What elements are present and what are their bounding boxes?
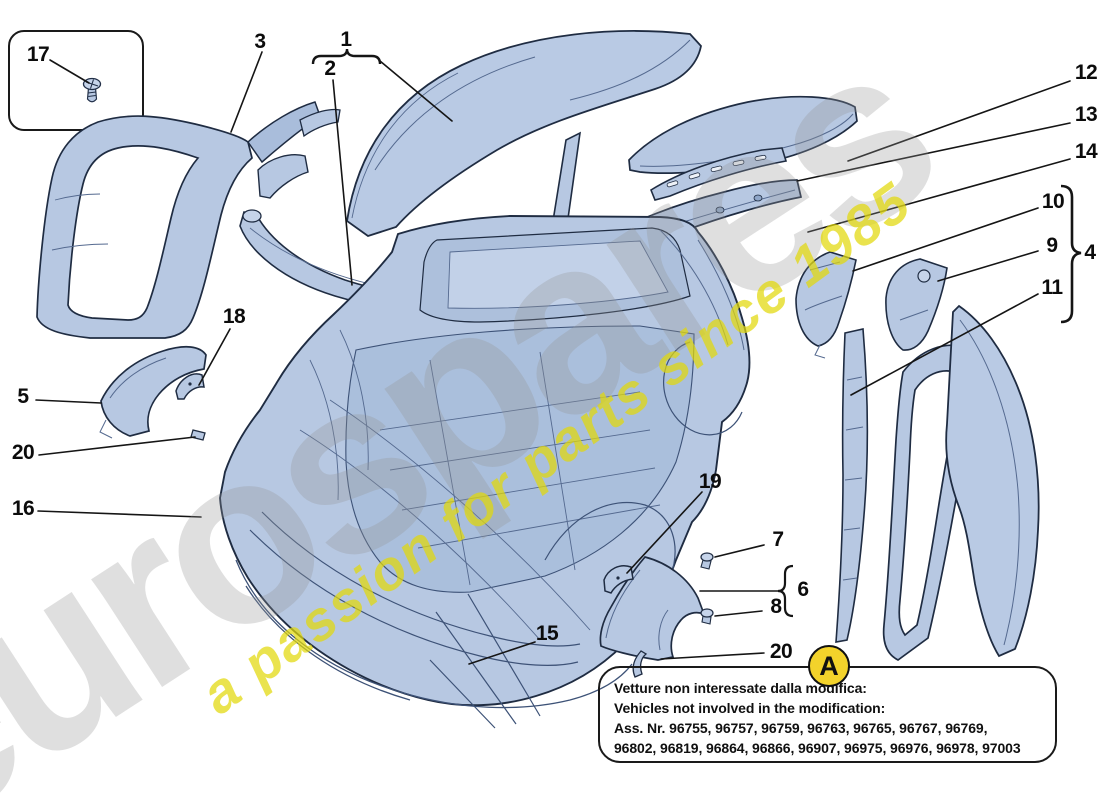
front-fender-art <box>99 345 207 441</box>
sill-strip-art <box>835 328 869 643</box>
leader-lines <box>35 51 1071 665</box>
callout-13[interactable]: 13 <box>1074 103 1098 126</box>
callout-12[interactable]: 12 <box>1074 61 1098 84</box>
modification-note-box: Vetture non interessate dalla modifica: … <box>598 666 1057 763</box>
callout-7[interactable]: 7 <box>772 528 784 551</box>
callout-4[interactable]: 4 <box>1084 241 1096 264</box>
callout-18[interactable]: 18 <box>222 305 246 328</box>
bracket-1 <box>311 48 382 65</box>
pillar-bracket-10-art <box>795 251 857 359</box>
lower-fender-assembly-art <box>599 552 714 678</box>
quarter-panel-art <box>945 304 1040 658</box>
callout-9[interactable]: 9 <box>1046 234 1058 257</box>
slotted-bar-art <box>650 147 788 201</box>
callout-19[interactable]: 19 <box>698 470 722 493</box>
callout-1[interactable]: 1 <box>340 28 352 51</box>
callout-16[interactable]: 16 <box>11 497 35 520</box>
brace-6 <box>777 564 794 618</box>
callout-2[interactable]: 2 <box>324 57 336 80</box>
note-line-assembly-numbers-2: 96802, 96819, 96864, 96866, 96907, 96975… <box>614 740 1021 756</box>
callout-10[interactable]: 10 <box>1041 190 1065 213</box>
group-brackets <box>311 48 1082 618</box>
pillar-bracket-9-art <box>885 258 948 351</box>
brace-4 <box>1060 184 1082 324</box>
roof-panel-art <box>346 30 702 237</box>
bodyside-frame-art <box>36 101 341 339</box>
modification-badge: A <box>808 645 850 687</box>
inset-box-17 <box>8 30 144 131</box>
fender-bracket-18-art <box>175 373 205 400</box>
callout-8[interactable]: 8 <box>770 595 782 618</box>
callout-3[interactable]: 3 <box>254 30 266 53</box>
callout-5[interactable]: 5 <box>17 385 29 408</box>
note-line-english: Vehicles not involved in the modificatio… <box>614 700 886 716</box>
callout-14[interactable]: 14 <box>1074 140 1098 163</box>
callout-11[interactable]: 11 <box>1041 276 1063 299</box>
clip-7-art <box>700 552 714 570</box>
clip-8-art <box>700 608 714 625</box>
callout-20-left[interactable]: 20 <box>11 441 35 464</box>
sliver-20-bottom-art <box>632 650 648 678</box>
callout-15[interactable]: 15 <box>535 622 559 645</box>
callout-6[interactable]: 6 <box>797 578 809 601</box>
callout-17[interactable]: 17 <box>26 43 50 66</box>
note-line-italian: Vetture non interessate dalla modifica: <box>614 680 867 696</box>
callout-20-bottom[interactable]: 20 <box>769 640 793 663</box>
note-line-assembly-numbers-1: Ass. Nr. 96755, 96757, 96759, 96763, 967… <box>614 720 988 736</box>
clip-20-left-art <box>190 429 206 441</box>
screw-fastener-art <box>82 77 102 103</box>
